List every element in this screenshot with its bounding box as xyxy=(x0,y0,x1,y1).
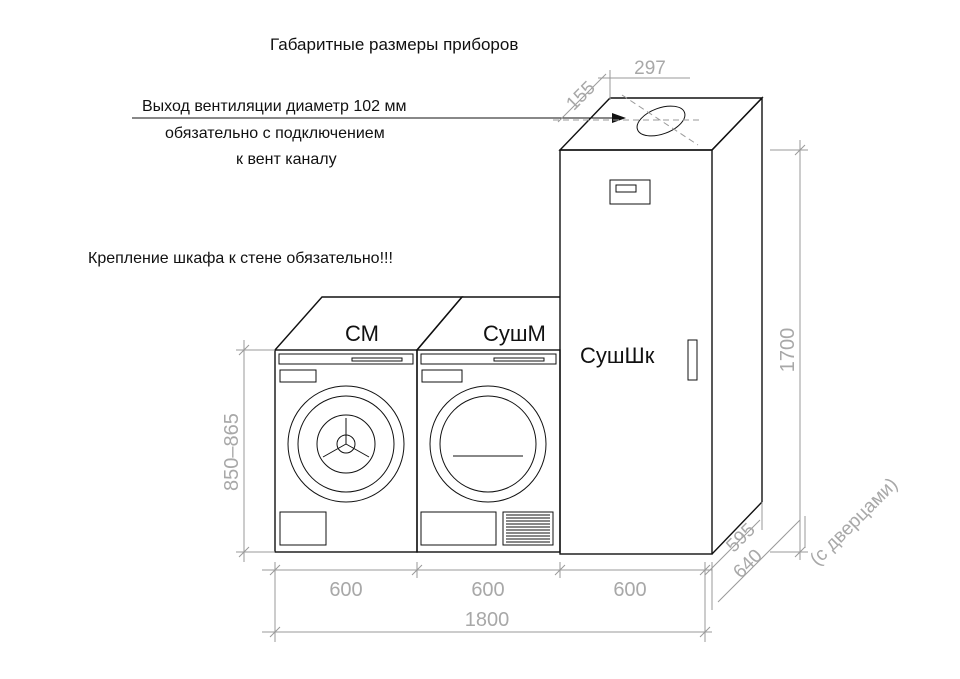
depth-dimensions: 595 640 (с дверцами) xyxy=(704,474,902,610)
cabinet-label: СушШк xyxy=(580,343,655,368)
dryer-lower-panel xyxy=(420,511,497,546)
cabinet-side xyxy=(711,96,763,555)
vent-offset-x-dim-line xyxy=(557,73,607,123)
height-cabinet-ticks xyxy=(794,144,806,558)
washing-machine: СМ xyxy=(274,296,464,553)
dryer-control-strip xyxy=(420,353,557,365)
washer-detergent-drawer xyxy=(279,369,317,383)
cabinet-top xyxy=(558,97,764,151)
width-dryer-value: 600 xyxy=(471,579,504,601)
washer-control-strip xyxy=(278,353,414,365)
width-cabinet-value: 600 xyxy=(613,579,646,601)
washer-drum xyxy=(316,414,376,474)
dryer-water-container xyxy=(421,369,463,383)
cabinet-display xyxy=(615,184,637,193)
width-total-value: 1800 xyxy=(465,609,510,631)
width-dimensions: 600 600 600 1800 xyxy=(262,562,712,642)
dryer-label: СушМ xyxy=(483,321,546,346)
washer-drum-hub xyxy=(336,434,356,454)
dryer-top xyxy=(416,296,560,351)
dryer-air-grill xyxy=(502,511,554,546)
washer-door-outer xyxy=(287,385,405,503)
vent-note-line-3: к вент каналу xyxy=(236,151,337,168)
dryer-body xyxy=(416,349,561,553)
vent-note-line-1: Выход вентиляции диаметр 102 мм xyxy=(142,98,406,115)
washer-label: СМ xyxy=(345,321,379,346)
dryer-machine: СушМ xyxy=(416,296,561,553)
dryer-display xyxy=(493,357,545,362)
washer-filter-hatch xyxy=(279,511,327,546)
washer-display xyxy=(351,357,403,362)
washer-body xyxy=(274,349,418,553)
width-ticks xyxy=(269,564,711,638)
mount-note: Крепление шкафа к стене обязательно!!! xyxy=(88,250,393,267)
vent-outlet-icon xyxy=(636,105,686,137)
drying-cabinet: СушШк xyxy=(553,94,764,555)
dryer-door-outer xyxy=(429,385,547,503)
drawing-title: Габаритные размеры приборов xyxy=(270,35,518,54)
vent-leader-arrow xyxy=(612,113,626,123)
vent-position-dimensions: 297 155 xyxy=(557,58,690,123)
height-cabinet-value: 1700 xyxy=(777,328,799,373)
dryer-door-inner xyxy=(439,395,537,493)
height-machines-ticks xyxy=(238,344,250,558)
cabinet-front xyxy=(559,149,713,555)
height-machines-value: 850–865 xyxy=(221,413,243,491)
vent-offset-x-value: 155 xyxy=(562,77,599,114)
height-cabinet-dimension: 1700 xyxy=(770,140,808,560)
vent-centerline-d xyxy=(621,94,699,146)
cabinet-door-handle xyxy=(687,339,698,381)
width-washer-value: 600 xyxy=(329,579,362,601)
depth-doors-note: (с дверцами) xyxy=(806,474,902,570)
depth-doors-dim-line xyxy=(717,519,801,603)
depth-dim-line xyxy=(704,519,761,576)
washer-drum-paddles xyxy=(322,418,370,458)
washer-door-inner xyxy=(297,395,395,493)
height-machines-dimension: 850–865 xyxy=(221,340,275,562)
vent-note-line-2: обязательно с подключением xyxy=(165,125,385,142)
vent-offset-y-value: 297 xyxy=(634,58,666,79)
dryer-grill-frame xyxy=(502,511,554,546)
cabinet-control-panel xyxy=(609,179,651,205)
